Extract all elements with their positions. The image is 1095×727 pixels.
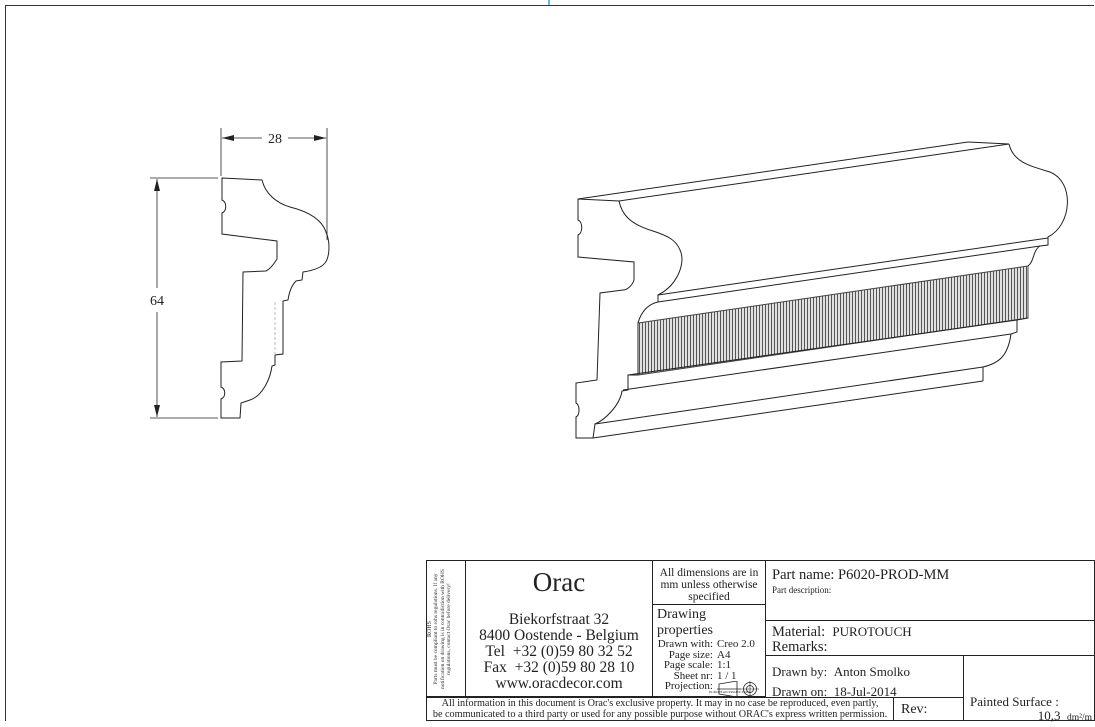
page-size-label: Page size: — [668, 648, 713, 661]
part-name-value: P6020-PROD-MM — [838, 567, 950, 583]
drawn-by-cell: Drawn by: Anton Smolko Drawn on: 18-Jul-… — [765, 655, 964, 699]
part-description-label: Part description: — [772, 585, 832, 595]
company-address-street: Biekorfstraat 32 — [508, 611, 610, 628]
sheet-border — [5, 5, 1094, 721]
dimension-height — [150, 177, 218, 419]
material-label: Material: — [772, 624, 826, 640]
painted-surface-unit: dm²/m — [1066, 713, 1092, 723]
disclaimer-line-1: All information in this document is Orac… — [441, 698, 879, 709]
drawn-on-value: 18-Jul-2014 — [833, 684, 897, 699]
company-address-city: 8400 Oostende - Belgium — [479, 627, 639, 644]
disclaimer-line-2: be communicated to a third party or used… — [432, 708, 888, 720]
rohs-cell: ROHS Parts must be compliant to rohs reg… — [426, 560, 466, 697]
page-size-value: A4 — [717, 648, 731, 661]
material-cell: Material: PUROTOUCH Remarks: — [765, 620, 1095, 656]
dimension-width-label: 28 — [268, 132, 282, 147]
dimension-height-label: 64 — [150, 294, 164, 309]
material-value: PUROTOUCH — [832, 624, 912, 639]
company-phone: Tel +32 (0)59 80 32 52 — [466, 644, 652, 660]
painted-surface-label: Painted Surface : — [970, 694, 1059, 709]
painted-surface-cell: Painted Surface : 10,3 dm²/m — [963, 655, 1095, 723]
remarks-label: Remarks: — [772, 639, 828, 655]
company-name: Orac — [532, 567, 586, 597]
fax-value: +32 (0)59 80 28 10 — [514, 659, 635, 676]
drawn-with-value: Creo 2.0 — [717, 638, 755, 650]
drawn-by-label: Drawn by: — [772, 664, 828, 679]
page-scale-label: Page scale: — [663, 659, 713, 671]
rev-label: Rev: — [901, 702, 928, 717]
drawing-properties-heading: Drawing properties — [657, 607, 713, 638]
drawn-by-value: Anton Smolko — [833, 664, 910, 679]
dimensions-note: All dimensions are in mm unless otherwis… — [652, 560, 766, 605]
company-fax: Fax +32 (0)59 80 28 10 — [466, 660, 652, 676]
rev-cell: Rev: — [893, 697, 964, 721]
sheet-nr-value: 1 / 1 — [717, 669, 737, 682]
projection-label: Projection: — [664, 680, 713, 692]
drawing-properties-cell: Drawing properties Drawn with: Creo 2.0 P… — [652, 604, 766, 698]
sheet-nr-label: Sheet nr: — [673, 669, 713, 682]
page-scale-value: 1:1 — [717, 659, 732, 671]
section-profile — [220, 177, 330, 419]
guide-marker — [548, 0, 550, 5]
knurled-band — [637, 265, 1029, 376]
fax-label: Fax — [483, 659, 507, 676]
part-name-cell: Part name: P6020-PROD-MM Part descriptio… — [765, 560, 1095, 621]
tel-value: +32 (0)59 80 32 52 — [512, 643, 633, 660]
company-cell: Orac Biekorfstraat 32 8400 Oostende - Be… — [465, 560, 653, 697]
painted-surface-value: 10,3 — [1037, 708, 1061, 723]
rohs-text: Parts must be compliant to rohs regulati… — [433, 569, 452, 689]
tel-label: Tel — [485, 643, 505, 660]
drawn-with-label: Drawn with: — [657, 638, 713, 650]
disclaimer-cell: All information in this document is Orac… — [426, 697, 894, 721]
isometric-view — [575, 141, 1068, 439]
projection-caption: EUROPEAN PROJECTION — [709, 690, 750, 694]
company-website: www.oracdecor.com — [495, 675, 623, 692]
drawn-on-label: Drawn on: — [772, 684, 828, 699]
part-name-label: Part name: — [772, 567, 835, 583]
dimension-width — [220, 128, 328, 240]
